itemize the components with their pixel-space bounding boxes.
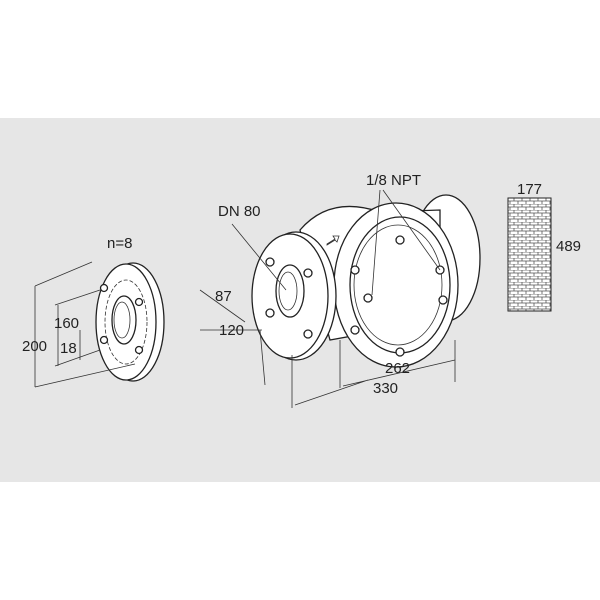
bolt-hole-dimension: 18 (60, 340, 77, 357)
dimension-87: 87 (215, 288, 232, 305)
nominal-size-label: DN 80 (218, 203, 261, 220)
flange-diameter-dimension: 200 (22, 338, 48, 355)
dimension-120: 120 (219, 322, 245, 339)
bolt-circle-dimension: 160 (54, 315, 80, 332)
filter-insert (507, 197, 552, 312)
filter-width-dimension: 177 (517, 181, 543, 198)
loose-flange (34, 261, 165, 388)
dimension-262: 262 (385, 360, 411, 377)
dimension-330: 330 (373, 380, 399, 397)
filter-height-dimension: 489 (556, 238, 582, 255)
bolt-count-label: n=8 (107, 235, 133, 252)
pressure-port-label: 1/8 NPT (366, 172, 422, 189)
filter-body (199, 189, 481, 408)
